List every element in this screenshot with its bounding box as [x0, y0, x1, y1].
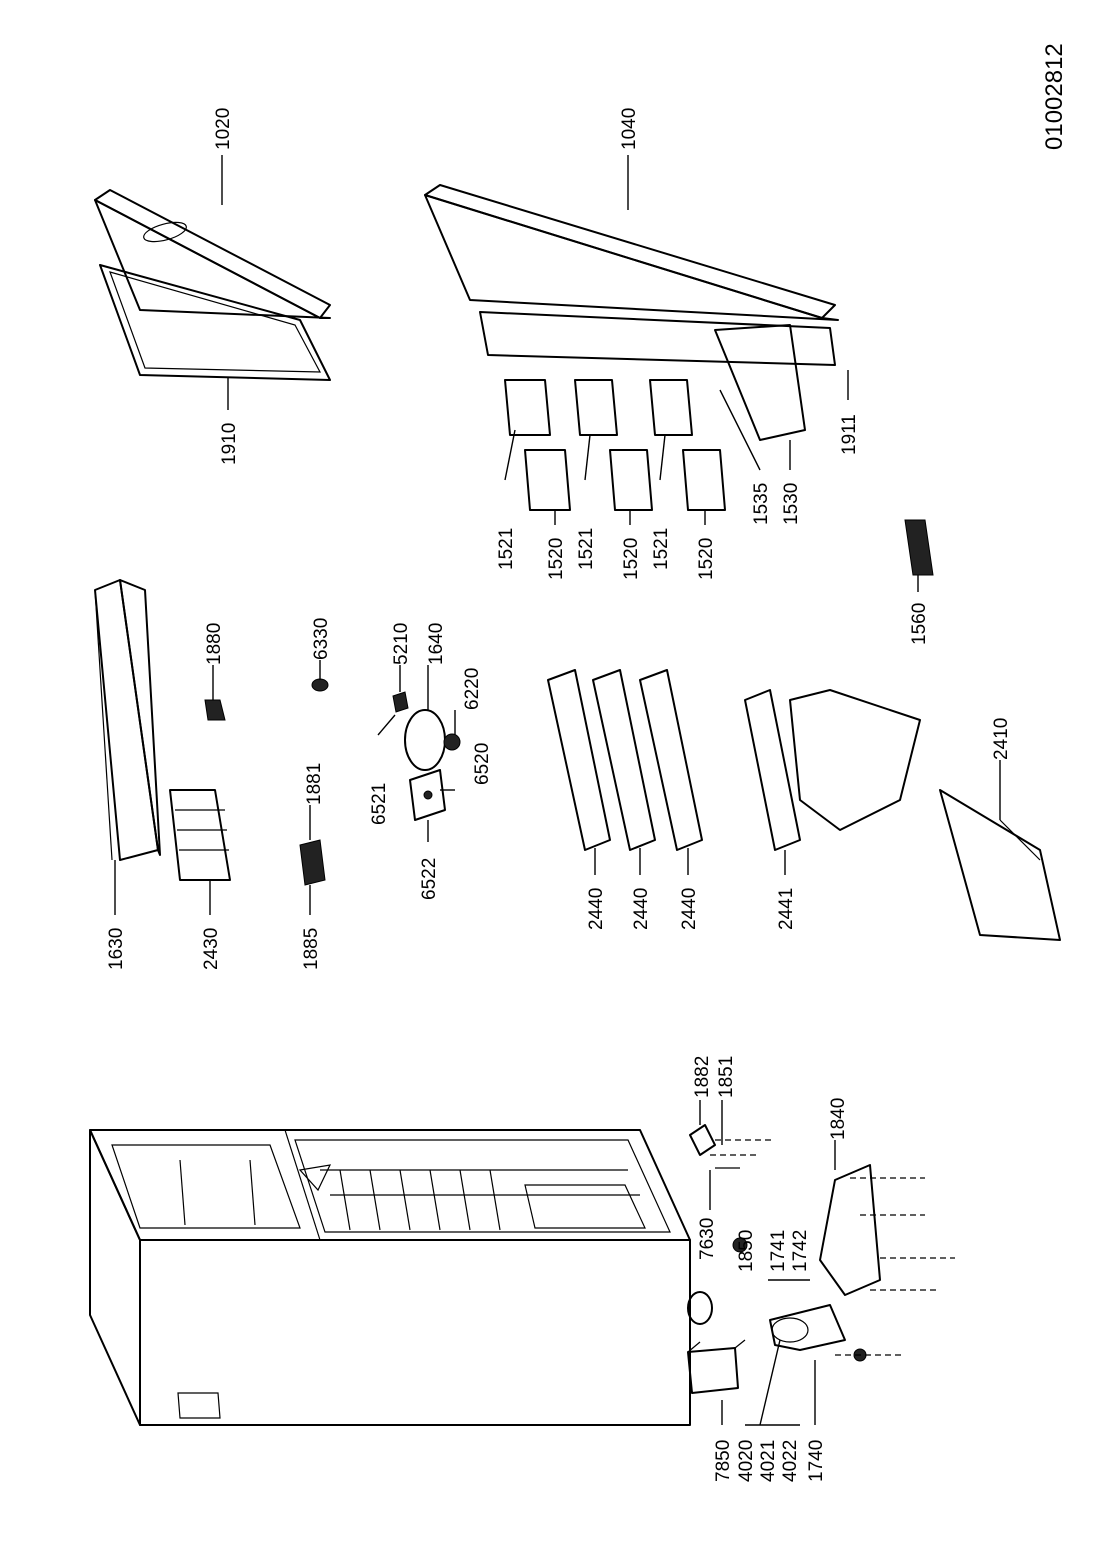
shelves-drawing: [547, 669, 1061, 941]
label-1520-a: 1520: [546, 538, 567, 580]
label-2440-b: 2440: [631, 888, 652, 930]
label-1910: 1910: [219, 423, 240, 465]
label-2440-a: 2440: [586, 888, 607, 930]
label-6521: 6521: [369, 783, 390, 825]
label-7630: 7630: [697, 1218, 718, 1260]
label-1881: 1881: [304, 763, 325, 805]
label-2430: 2430: [201, 928, 222, 970]
label-1882: 1882: [692, 1056, 713, 1098]
label-1020: 1020: [213, 108, 234, 150]
label-1740: 1740: [806, 1440, 827, 1482]
label-1880: 1880: [204, 623, 225, 665]
label-1851: 1851: [716, 1056, 737, 1098]
label-6520: 6520: [472, 743, 493, 785]
label-1521-c: 1521: [651, 528, 672, 570]
freezer-door-labels: 1020 1910: [213, 108, 240, 465]
label-1850: 1850: [736, 1230, 757, 1272]
document-id: 01002812: [1041, 43, 1068, 150]
label-1840: 1840: [828, 1098, 849, 1140]
compressor-parts: [687, 1124, 955, 1394]
label-1742: 1742: [790, 1230, 811, 1272]
label-2440-c: 2440: [679, 888, 700, 930]
label-6220: 6220: [462, 668, 483, 710]
freezer-door-drawing: [94, 189, 331, 381]
label-6330: 6330: [311, 618, 332, 660]
label-1521-a: 1521: [496, 528, 517, 570]
label-7850: 7850: [713, 1440, 734, 1482]
label-1560: 1560: [909, 603, 930, 645]
label-2441: 2441: [776, 888, 797, 930]
label-6522: 6522: [419, 858, 440, 900]
label-1530: 1530: [781, 483, 802, 525]
label-1521-b: 1521: [576, 528, 597, 570]
label-1885: 1885: [301, 928, 322, 970]
top-section-drawing: [94, 579, 461, 886]
label-1520-c: 1520: [696, 538, 717, 580]
label-1640: 1640: [426, 623, 447, 665]
top-section-labels: 1630 2430 1885 1880 1881 6330 5210 1640 …: [106, 618, 493, 970]
label-1911: 1911: [839, 414, 860, 455]
shelves-labels: 2440 2440 2440 2441 2410: [586, 718, 1012, 930]
label-4020: 4020: [736, 1440, 757, 1482]
label-4022: 4022: [780, 1440, 801, 1482]
label-4021: 4021: [758, 1440, 779, 1482]
fridge-door-drawing: [424, 184, 934, 576]
label-1741: 1741: [768, 1230, 789, 1272]
label-2410: 2410: [991, 718, 1012, 760]
cabinet-drawing: [89, 1129, 691, 1426]
label-1520-b: 1520: [621, 538, 642, 580]
fridge-door-labels: 1040 1911 1535 1530 1521 1520 1521 1520 …: [496, 108, 930, 645]
label-1630: 1630: [106, 928, 127, 970]
cabinet-labels: 7850 4020 4021 4022 1740 1741 1742 1850 …: [692, 1056, 849, 1482]
label-5210: 5210: [391, 623, 412, 665]
label-1040: 1040: [619, 108, 640, 150]
label-1535: 1535: [751, 483, 772, 525]
